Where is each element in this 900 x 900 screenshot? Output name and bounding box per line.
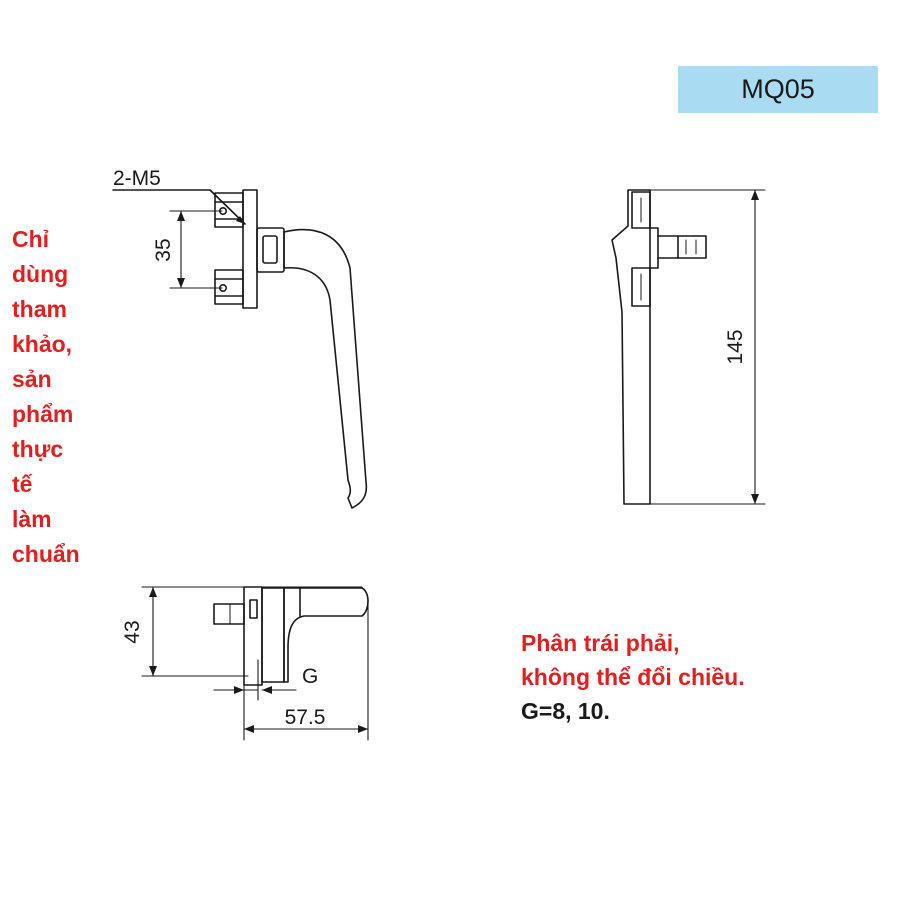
model-badge: MQ05: [678, 66, 878, 113]
spec-line-gap: G=8, 10.: [521, 698, 610, 724]
side-lug-bottom: [631, 267, 651, 307]
note-line: tham: [12, 296, 67, 322]
dim-depth-label: 43: [121, 620, 144, 643]
dim-length-label: 57.5: [285, 706, 326, 729]
side-handle-profile: [611, 189, 651, 505]
note-line: sản: [12, 366, 52, 392]
side-view: [611, 189, 766, 505]
note-line: phẩm: [12, 401, 74, 427]
top-view-tongue: [213, 603, 245, 625]
note-line: thực: [12, 436, 64, 462]
handle-hub: [256, 227, 285, 273]
spec-line-direction: không thể đổi chiều.: [521, 664, 745, 690]
spec-line-handedness: Phân trái phải,: [521, 630, 680, 656]
dim-height-label: 145: [724, 329, 747, 364]
note-line: Chỉ: [12, 226, 50, 252]
reference-note: Chỉ dùng tham khảo, sản phẩm thực tế làm…: [12, 222, 122, 572]
top-view-base: [243, 586, 263, 686]
dim-screw-label: 2-M5: [113, 167, 161, 190]
model-code: MQ05: [741, 74, 815, 104]
note-line: dùng: [12, 261, 69, 287]
side-lug-top: [631, 191, 651, 229]
note-line: khảo,: [12, 331, 73, 357]
dim-spacing-label: 35: [152, 238, 175, 261]
dim-gap-label: G: [302, 665, 318, 688]
screw-leader: [112, 189, 246, 225]
top-lug: [214, 192, 244, 228]
front-view: [112, 189, 368, 509]
bottom-lug: [214, 269, 244, 305]
note-line: làm: [12, 506, 52, 532]
note-line: chuẩn: [12, 541, 80, 567]
mounting-plate: [242, 189, 258, 309]
top-view-neck: [261, 587, 285, 683]
handle-lever: [283, 228, 368, 509]
top-view-lever: [283, 587, 369, 683]
top-view: [141, 586, 369, 741]
latch-tongue: [677, 235, 707, 259]
note-line: tế: [12, 471, 33, 497]
spec-note: Phân trái phải, không thể đổi chiều. G=8…: [521, 626, 745, 728]
